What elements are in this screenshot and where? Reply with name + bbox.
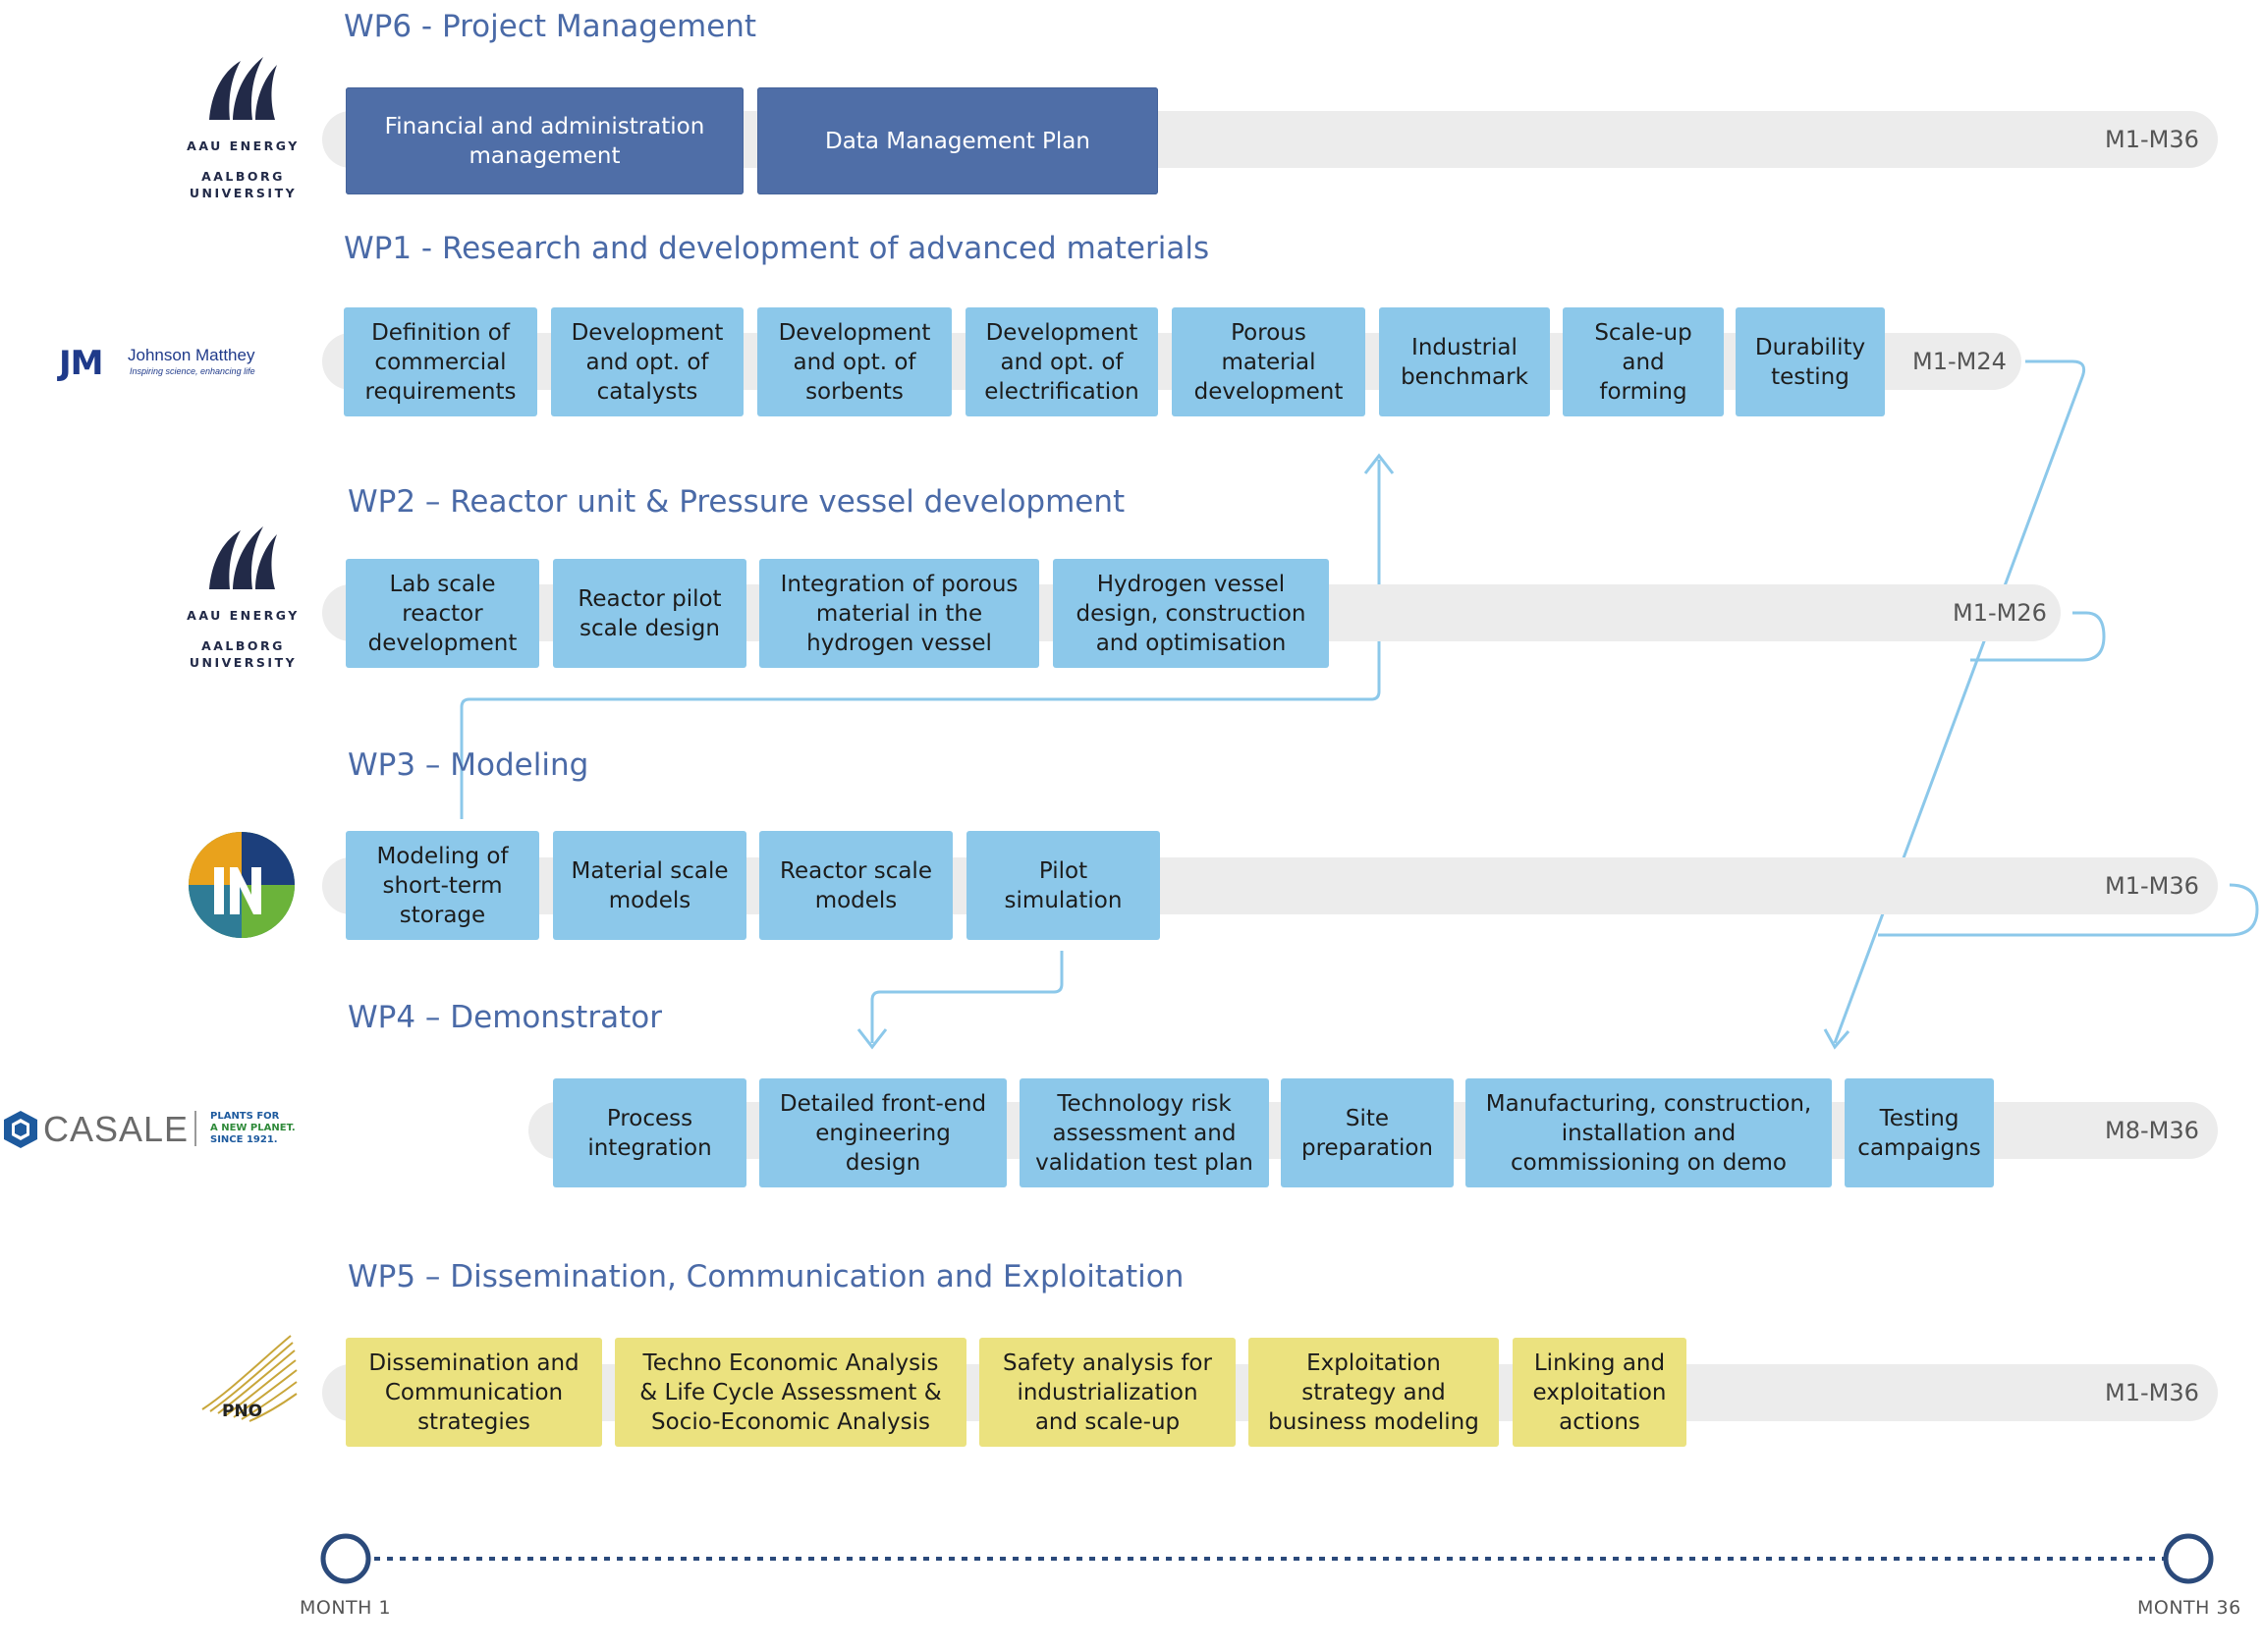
wp1-task-catalysts: Development and opt. of catalysts [551, 307, 744, 416]
wp3-to-wp4-connector [870, 951, 1064, 1043]
wp2-period: M1-M26 [1953, 599, 2047, 627]
wp3-task-short-term-storage: Modeling of short-term storage [346, 831, 539, 940]
wp2-task-lab-scale-reactor: Lab scale reactor development [346, 559, 539, 668]
wp1-task-industrial-benchmark: Industrial benchmark [1379, 307, 1550, 416]
aau-aalborg-label: AALBORG [201, 638, 285, 653]
wp1-to-wp4-connector [1833, 359, 2086, 1044]
wp4-task-process-integration: Process integration [553, 1078, 746, 1187]
aau-university-label: UNIVERSITY [189, 655, 298, 670]
aau-university-label: UNIVERSITY [189, 186, 298, 200]
wp3-task-reactor-scale: Reactor scale models [759, 831, 953, 940]
wp1-task-durability-testing: Durability testing [1736, 307, 1885, 416]
wp1-task-sorbents: Development and opt. of sorbents [757, 307, 952, 416]
wp5-title: WP5 – Dissemination, Communication and E… [348, 1259, 1185, 1294]
jm-mark: JM [59, 344, 103, 383]
pno-name: PNO [222, 1402, 263, 1421]
wp5-task-exploitation-strategy: Exploitation strategy and business model… [1248, 1338, 1499, 1447]
pno-logo: PNO [193, 1331, 301, 1429]
casale-name: CASALE [43, 1109, 190, 1149]
partner-circle-emblem-icon [189, 832, 295, 938]
wp5-period: M1-M36 [2105, 1379, 2199, 1406]
aau-logo-wp6: AAU ENERGY AALBORG UNIVERSITY [177, 51, 309, 203]
wp5-task-safety-analysis: Safety analysis for industrialization an… [979, 1338, 1236, 1447]
wp1-period: M1-M24 [1912, 348, 2007, 375]
casale-hexagon-icon [4, 1111, 37, 1148]
wp4-period: M8-M36 [2105, 1117, 2199, 1144]
wp4-task-testing-campaigns: Testing campaigns [1845, 1078, 1994, 1187]
wp2-title: WP2 – Reactor unit & Pressure vessel dev… [348, 484, 1126, 520]
wp2-task-hydrogen-vessel: Hydrogen vessel design, construction and… [1053, 559, 1329, 668]
timeline-end-label: MONTH 36 [2137, 1597, 2241, 1619]
wp1-task-porous-material: Porous material development [1172, 307, 1365, 416]
casale-logo: CASALE PLANTS FOR A NEW PLANET. SINCE 19… [0, 1105, 304, 1154]
wp3-task-pilot-simulation: Pilot simulation [966, 831, 1160, 940]
wp6-task-data-management-plan: Data Management Plan [757, 87, 1158, 194]
casale-tag-line3: SINCE 1921. [210, 1134, 278, 1145]
aau-energy-label: AAU ENERGY [187, 138, 300, 153]
wp6-title: WP6 - Project Management [344, 9, 757, 44]
wp3-period: M1-M36 [2105, 872, 2199, 900]
wp4-task-manufacturing: Manufacturing, construction, installatio… [1465, 1078, 1832, 1187]
aau-wave-icon [209, 526, 277, 589]
jm-tagline: Inspiring science, enhancing life [130, 366, 255, 376]
wp1-task-electrification: Development and opt. of electrification [966, 307, 1158, 416]
aau-wave-icon [209, 57, 277, 120]
johnson-matthey-logo: JM Johnson Matthey Inspiring science, en… [57, 342, 293, 391]
casale-tag-line2: A NEW PLANET. [210, 1123, 296, 1133]
jm-name: Johnson Matthey [128, 346, 255, 364]
casale-divider [194, 1111, 196, 1146]
wp3-to-wp1-arrowhead [1363, 453, 1395, 474]
timeline-end-marker [2163, 1533, 2214, 1584]
aau-energy-label: AAU ENERGY [187, 608, 300, 623]
wp1-to-wp4-arrowhead [1823, 1028, 1850, 1050]
wp3-task-material-scale: Material scale models [553, 831, 746, 940]
wp2-task-porous-integration: Integration of porous material in the hy… [759, 559, 1039, 668]
pno-feather-icon [201, 1335, 298, 1422]
wp4-task-risk-assessment: Technology risk assessment and validatio… [1020, 1078, 1269, 1187]
aau-logo-wp2: AAU ENERGY AALBORG UNIVERSITY [177, 521, 309, 673]
wp4-task-feed-design: Detailed front-end engineering design [759, 1078, 1007, 1187]
modeling-partner-logo [187, 830, 297, 940]
wp6-task-financial-admin: Financial and administration management [346, 87, 744, 194]
wp2-task-reactor-pilot-design: Reactor pilot scale design [553, 559, 746, 668]
wp4-title: WP4 – Demonstrator [348, 1000, 662, 1035]
wp4-task-site-preparation: Site preparation [1281, 1078, 1454, 1187]
wp1-task-scale-up-forming: Scale-up and forming [1563, 307, 1724, 416]
wp1-task-commercial-requirements: Definition of commercial requirements [344, 307, 537, 416]
wp3-title: WP3 – Modeling [348, 747, 589, 783]
casale-tag-line1: PLANTS FOR [210, 1111, 280, 1122]
wp5-task-linking-actions: Linking and exploitation actions [1513, 1338, 1686, 1447]
aau-aalborg-label: AALBORG [201, 169, 285, 184]
wp3-to-wp4-arrowhead [856, 1028, 888, 1050]
wp5-task-tea-lca: Techno Economic Analysis & Life Cycle As… [615, 1338, 966, 1447]
timeline-start-label: MONTH 1 [300, 1597, 392, 1619]
wp6-period: M1-M36 [2105, 126, 2199, 153]
wp5-task-dissemination: Dissemination and Communication strategi… [346, 1338, 602, 1447]
timeline-start-marker [320, 1533, 371, 1584]
wp1-title: WP1 - Research and development of advanc… [344, 231, 1210, 266]
